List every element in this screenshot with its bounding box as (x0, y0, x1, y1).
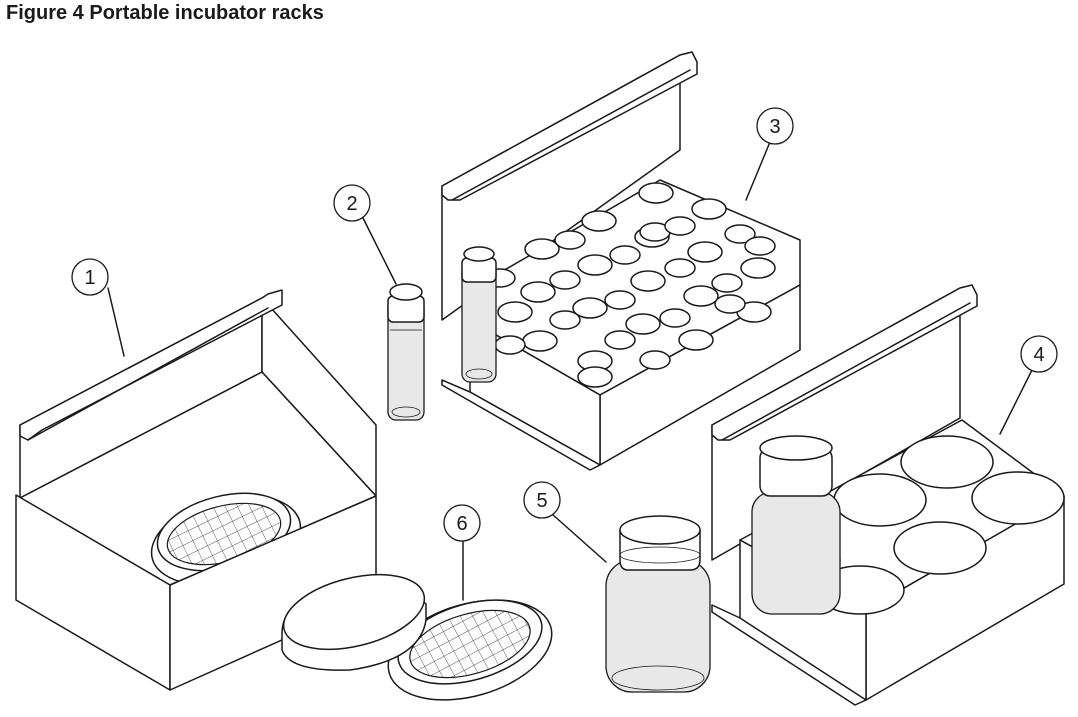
callout-4: 4 (999, 335, 1058, 435)
callout-3-label: 3 (769, 116, 780, 138)
callout-3: 3 (745, 107, 794, 201)
bottle-in-rack (751, 435, 841, 615)
tube-in-rack (461, 246, 497, 383)
callout-2: 2 (333, 184, 397, 285)
callout-1-label: 1 (84, 267, 95, 289)
culture-tube (387, 283, 425, 421)
callout-5: 5 (523, 481, 607, 563)
tube-rack-holes (484, 182, 776, 388)
petri-dish-rack (15, 289, 377, 691)
petri-dish-lid (281, 573, 427, 671)
figure-title: Figure 4 Portable incubator racks (6, 2, 324, 24)
tube-rack (441, 51, 801, 471)
sample-bottle (605, 515, 711, 693)
callout-5-label: 5 (536, 490, 547, 512)
callout-6-label: 6 (456, 513, 467, 535)
bottle-rack (711, 284, 1065, 706)
callout-6: 6 (443, 504, 481, 601)
petri-dish (281, 573, 553, 701)
callout-4-label: 4 (1033, 344, 1044, 366)
callout-1: 1 (71, 258, 125, 357)
callout-2-label: 2 (346, 193, 357, 215)
